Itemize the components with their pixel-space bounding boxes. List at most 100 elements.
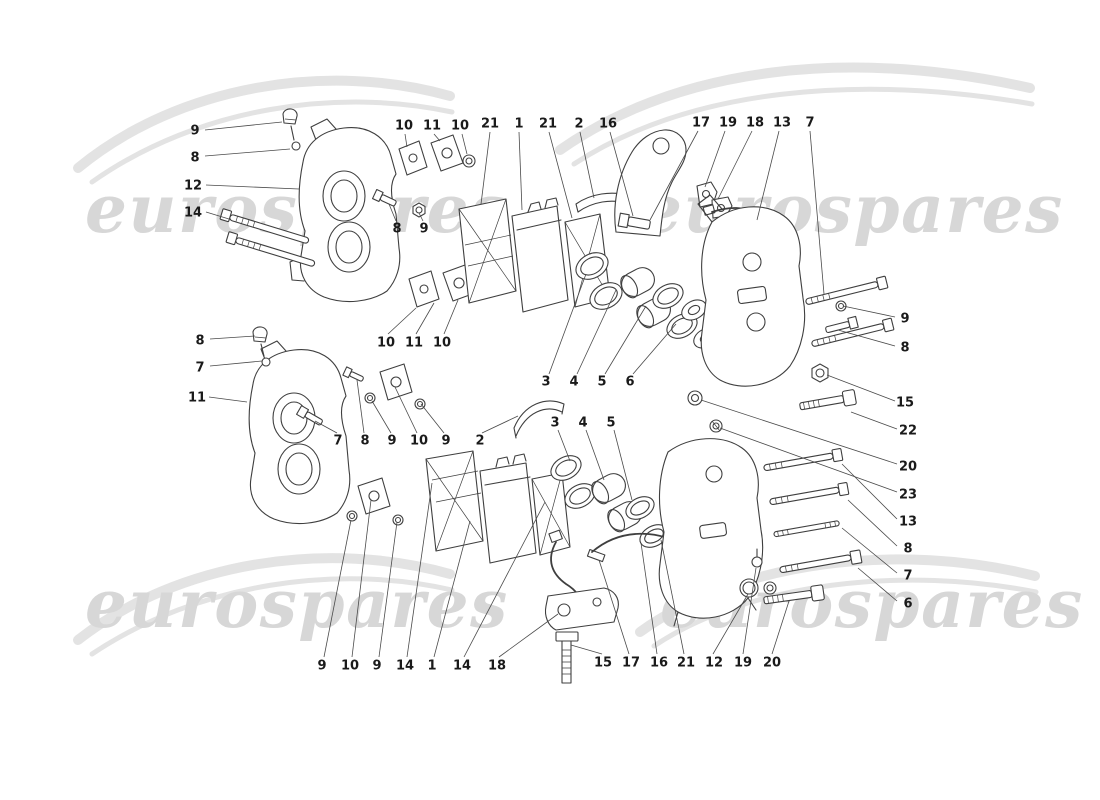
callout: 10 bbox=[377, 307, 417, 351]
callout: 20 bbox=[763, 600, 790, 671]
callout-label: 9 bbox=[317, 659, 326, 674]
banjo-bolt-lower bbox=[586, 548, 606, 563]
callout: 1 bbox=[514, 117, 524, 211]
callout: 11 bbox=[423, 119, 441, 142]
callout: 21 bbox=[660, 539, 695, 671]
callout-label: 20 bbox=[899, 460, 917, 475]
spacer-plates-bottom bbox=[346, 477, 404, 526]
callout: 8 bbox=[190, 148, 291, 166]
callout: 19 bbox=[704, 116, 737, 188]
callout-label: 15 bbox=[594, 656, 612, 671]
callout-label: 10 bbox=[341, 659, 359, 674]
callout-label: 11 bbox=[188, 391, 206, 406]
callout-label: 3 bbox=[541, 375, 550, 390]
guide-screw-and-nut-upper bbox=[371, 188, 426, 218]
piston-lower-1 bbox=[591, 473, 626, 505]
callout: 11 bbox=[188, 391, 248, 406]
callout: 14 bbox=[453, 501, 546, 674]
callout: 10 bbox=[394, 386, 428, 449]
watermark-text: eurospares bbox=[85, 565, 509, 643]
callout-label: 9 bbox=[372, 659, 381, 674]
callout-label: 8 bbox=[903, 542, 912, 557]
caliper-half-rear-upper bbox=[697, 194, 806, 387]
bleed-screw-cap-upper bbox=[282, 108, 301, 151]
callout: 23 bbox=[719, 427, 917, 503]
callout: 9 bbox=[372, 521, 398, 674]
callout-label: 12 bbox=[184, 179, 202, 194]
callout-label: 9 bbox=[190, 124, 199, 139]
spacer-plates-upper bbox=[398, 134, 476, 176]
callout: 19 bbox=[734, 567, 757, 671]
callout: 8 bbox=[847, 499, 913, 557]
callout: 5 bbox=[597, 305, 647, 390]
seal-ring-12 bbox=[739, 578, 759, 598]
callout: 10 bbox=[433, 299, 459, 351]
callout: 18 bbox=[488, 613, 559, 674]
callout-label: 23 bbox=[899, 488, 917, 503]
callout-label: 3 bbox=[550, 416, 559, 431]
sensor-bracket-lower bbox=[544, 587, 619, 631]
callout: 21 bbox=[539, 117, 573, 219]
callout-label: 1 bbox=[427, 659, 436, 674]
watermark-swoosh-top-left bbox=[73, 75, 455, 185]
callout-label: 12 bbox=[705, 656, 723, 671]
callout: 8 bbox=[837, 329, 910, 356]
callout-label: 18 bbox=[488, 659, 506, 674]
watermark-swoosh-top-right bbox=[555, 62, 1035, 167]
callout-label: 8 bbox=[190, 151, 199, 166]
callout: 6 bbox=[625, 323, 677, 390]
callout-label: 7 bbox=[333, 434, 342, 449]
callout-label: 7 bbox=[805, 116, 814, 131]
callout: 12 bbox=[705, 593, 749, 671]
callout-label: 21 bbox=[677, 656, 695, 671]
callout: 2 bbox=[574, 117, 595, 199]
callout: 9 bbox=[842, 305, 910, 327]
callout: 15 bbox=[570, 644, 612, 671]
callout: 4 bbox=[578, 416, 605, 481]
fasteners-right-upper bbox=[687, 275, 895, 433]
callout-label: 4 bbox=[569, 375, 578, 390]
callout-label: 16 bbox=[650, 656, 668, 671]
callout-label: 7 bbox=[195, 361, 204, 376]
callout-label: 4 bbox=[578, 416, 587, 431]
exploded-drawing bbox=[219, 108, 895, 684]
banjo-bolt-upper bbox=[617, 212, 651, 230]
callout: 7 bbox=[805, 116, 825, 295]
callout-label: 5 bbox=[597, 375, 606, 390]
callout: 9 bbox=[317, 519, 352, 674]
callout-label: 14 bbox=[396, 659, 414, 674]
callout-label: 16 bbox=[599, 117, 617, 132]
callout-label: 10 bbox=[451, 119, 469, 134]
callout: 3 bbox=[550, 416, 571, 462]
callout-label: 2 bbox=[475, 434, 484, 449]
callout-label: 10 bbox=[410, 434, 428, 449]
callout-label: 15 bbox=[896, 396, 914, 411]
piston-seal-set-upper bbox=[575, 252, 719, 349]
callout-label: 10 bbox=[377, 336, 395, 351]
callout-label: 2 bbox=[574, 117, 583, 132]
callout-label: 17 bbox=[622, 656, 640, 671]
callout: 8 bbox=[195, 334, 256, 349]
callout-label: 9 bbox=[419, 222, 428, 237]
pad-spring-upper bbox=[575, 192, 631, 213]
callout-label: 21 bbox=[481, 117, 499, 132]
callout-label: 10 bbox=[433, 336, 451, 351]
callout: 9 bbox=[371, 400, 397, 449]
callout: 9 bbox=[418, 212, 429, 237]
callout-label: 9 bbox=[900, 312, 909, 327]
callout-label: 1 bbox=[514, 117, 523, 132]
callout: 8 bbox=[388, 203, 402, 237]
callout: 21 bbox=[480, 117, 499, 205]
callout: 4 bbox=[569, 289, 617, 390]
callout-label: 8 bbox=[360, 434, 369, 449]
callout: 14 bbox=[396, 482, 433, 674]
callout: 1 bbox=[427, 520, 471, 674]
caliper-front-lower bbox=[248, 326, 351, 524]
callout: 11 bbox=[405, 302, 435, 351]
bleed-screw-lower bbox=[296, 405, 323, 426]
fitting-19 bbox=[751, 548, 763, 568]
callout: 16 bbox=[640, 542, 668, 671]
callouts: 9 8 12 14 10 11 10 21 1 21 2 16 17 19 18… bbox=[184, 116, 917, 674]
callout-label: 5 bbox=[606, 416, 615, 431]
